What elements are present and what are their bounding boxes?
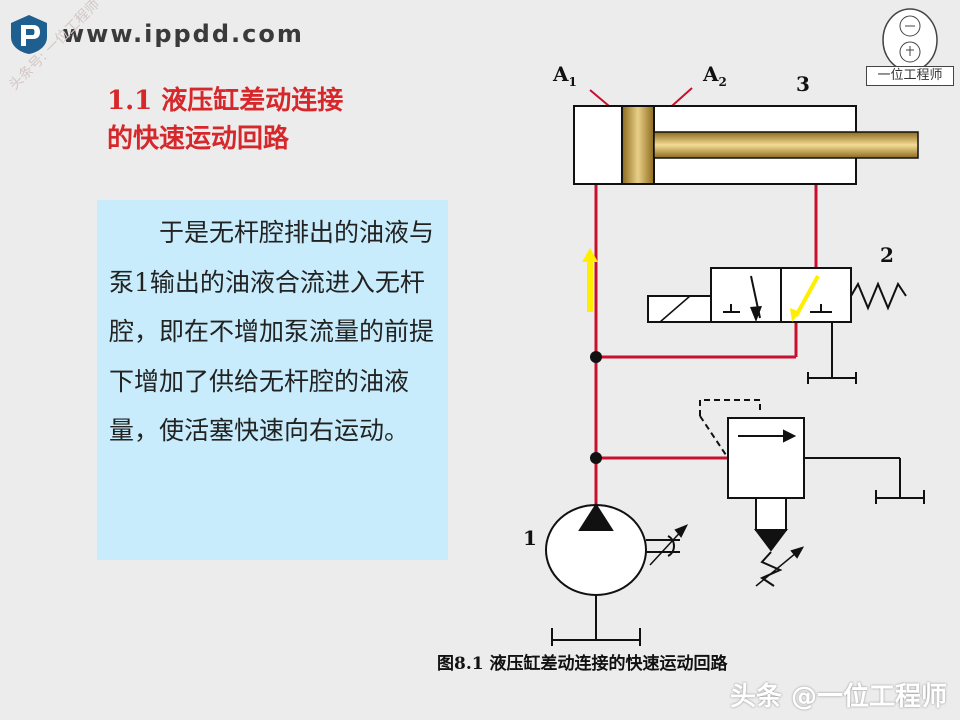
flow-arrow-up [582, 248, 598, 312]
valve-arrow-1 [750, 306, 762, 322]
title-line-2: 的快速运动回路 [107, 124, 290, 154]
label-pump-1: 1 [523, 526, 537, 550]
label-cylinder-3: 3 [796, 72, 810, 96]
stamp-label: 一位工程师 [866, 66, 954, 86]
label-a2: A2 [703, 62, 727, 89]
label-valve-2: 2 [880, 243, 894, 267]
piston-rod [653, 131, 919, 159]
brand-url[interactable]: www.ippdd.com [62, 20, 304, 48]
brand-logo-icon [11, 15, 47, 54]
junction-dot-2 [590, 452, 602, 464]
relief-valve [699, 399, 925, 587]
junction-dot-1 [590, 351, 602, 363]
explanation-box: 于是无杆腔排出的油液与泵1输出的油液合流进入无杆腔，即在不增加泵流量的前提下增加… [97, 200, 448, 560]
directional-valve [647, 267, 907, 384]
figure-caption: 图8.1 液压缸差动连接的快速运动回路 [437, 654, 728, 674]
pump [545, 503, 689, 646]
watermark-bottom: 头条 @一位工程师 [730, 682, 948, 712]
piston [621, 105, 655, 185]
label-a1: A1 [553, 62, 577, 89]
slide-title: 1.1 液压缸差动连接 的快速运动回路 [107, 82, 343, 158]
valve-yellow-arrow [790, 308, 800, 322]
title-line-1: 1.1 液压缸差动连接 [107, 86, 344, 116]
brand-header: www.ippdd.com [8, 10, 304, 58]
explanation-text: 于是无杆腔排出的油液与泵1输出的油液合流进入无杆腔，即在不增加泵流量的前提下增加… [109, 218, 435, 445]
stamp-logo [882, 8, 938, 72]
valve-yellow-path [794, 275, 820, 317]
